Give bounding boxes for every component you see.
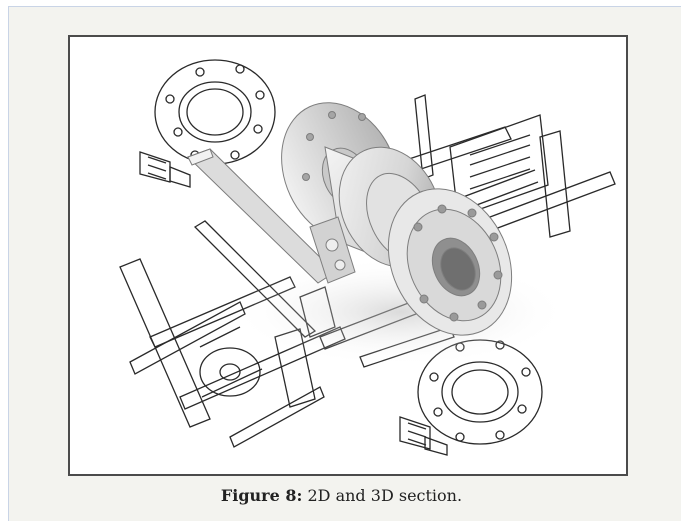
ball-valve-drawing [119,59,616,456]
figure-image [68,35,628,476]
valve-body-3d [281,102,513,336]
figure-caption: Figure 8: 2D and 3D section. [0,486,683,505]
figure-caption-label: Figure 8: [220,486,303,505]
flange-drawing-top-left [139,59,276,188]
figure-caption-text: 2D and 3D section. [302,486,463,505]
